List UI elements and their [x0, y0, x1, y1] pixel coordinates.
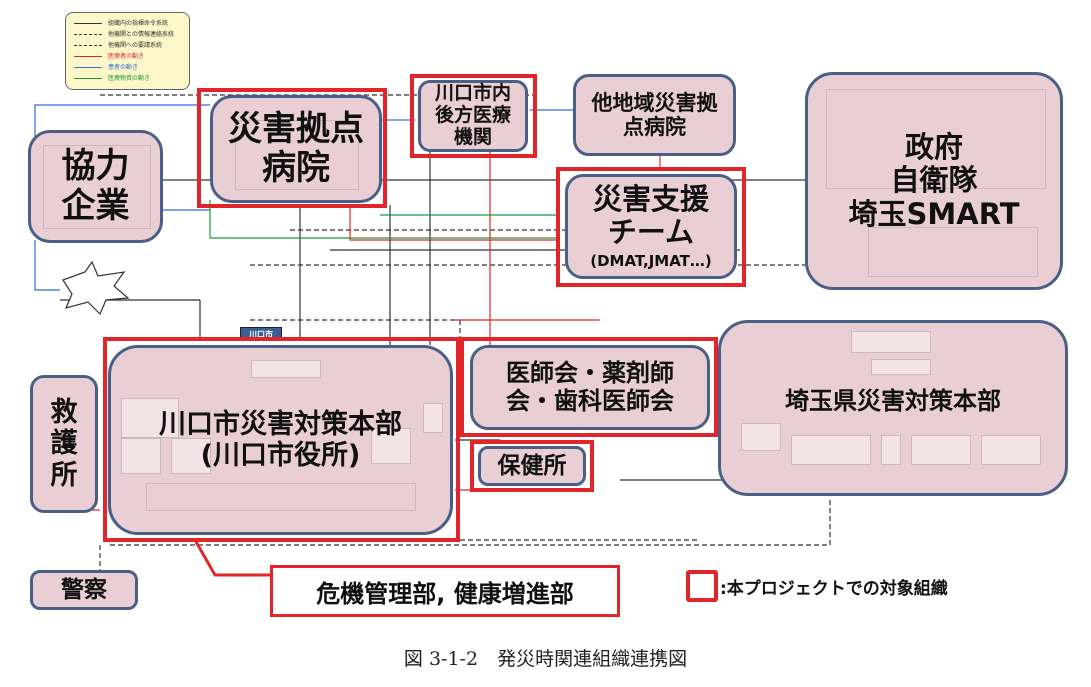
org-kyugosho: 救 護 所	[30, 375, 98, 513]
alert-burst	[62, 260, 130, 316]
target-legend-text: :本プロジェクトでの対象組織	[720, 579, 948, 599]
legend-item: 医療物資の動き	[74, 74, 186, 83]
org-ishikai: 医師会・薬剤師 会・歯科医師会	[470, 345, 710, 430]
legend-item: 他機関との情報連絡系統	[74, 30, 186, 39]
org-kawaguchi-koho-iryo: 川口市内 後方医療 機関	[418, 80, 528, 152]
legend-item: 医療者の動き	[74, 52, 186, 61]
org-saitama-hq: 埼玉県災害対策本部	[718, 320, 1068, 496]
org-hokenjo: 保健所	[478, 446, 586, 486]
legend: 組織内の指揮命令系統 他機関との情報連絡系統 他機関への要請系統 医療者の動き …	[65, 12, 190, 90]
legend-item: 他機関への要請系統	[74, 41, 186, 50]
legend-item: 組織内の指揮命令系統	[74, 19, 186, 28]
legend-item: 患者の動き	[74, 63, 186, 72]
org-saigai-shien-team: 災害支援 チーム (DMAT,JMAT…)	[565, 174, 737, 279]
org-saigai-kyoten-byoin: 災害拠点 病院	[210, 95, 382, 203]
org-seifu: 政府 自衛隊 埼玉SMART	[805, 72, 1063, 290]
figure-caption: 図 3-1-2 発災時関連組織連携図	[403, 648, 688, 670]
org-keisatsu: 警察	[30, 570, 138, 610]
org-tachiiki-kyoten-byoin: 他地域災害拠 点病院	[573, 74, 736, 156]
kawaguchi-tag: 川口市	[240, 327, 282, 341]
org-kawaguchi-hq: 川口市災害対策本部 (川口市役所)	[108, 345, 453, 535]
target-legend-swatch	[686, 570, 718, 602]
org-kyoryoku-kigyo: 協力 企業	[28, 130, 163, 243]
callout-label: 危機管理部, 健康増進部	[270, 565, 620, 617]
